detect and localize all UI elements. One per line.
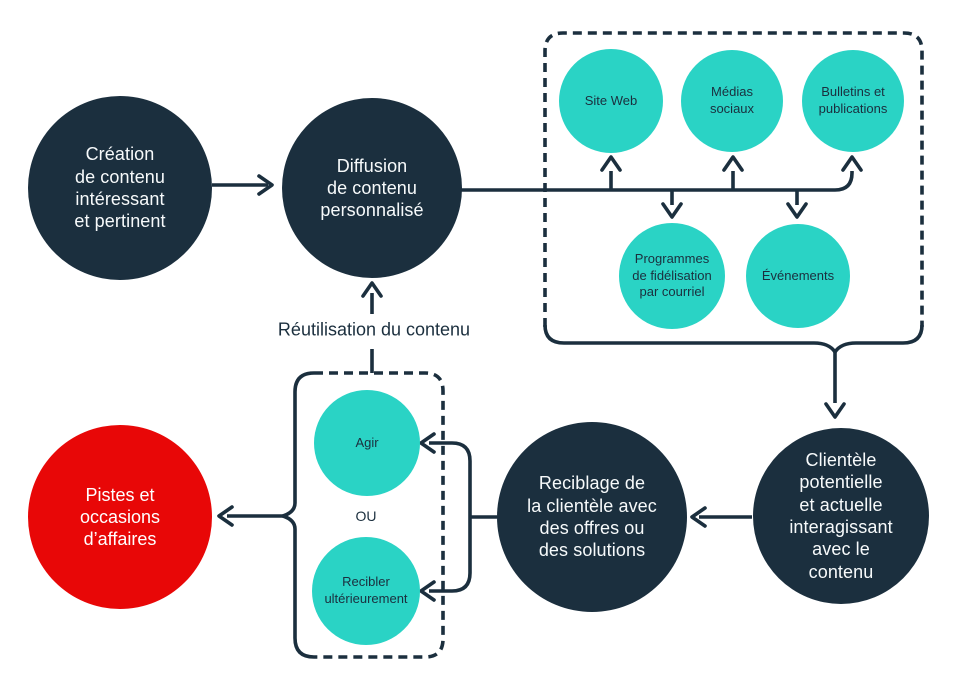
node-recibler: Recibler ultérieurement	[312, 537, 420, 645]
options-left-brace	[281, 371, 315, 659]
node-creation-label: Création de contenu intéressant et perti…	[74, 144, 166, 232]
node-site-web-label: Site Web	[584, 92, 638, 108]
fork-reciblage-to-options	[419, 432, 497, 602]
arrow-channels-to-clientele	[824, 352, 846, 419]
node-clientele-label: Clientèle potentielle et actuelle intera…	[789, 450, 893, 582]
node-evenements-label: Événements	[761, 267, 835, 283]
node-medias-label: Médias sociaux	[709, 84, 755, 116]
arrow-to-evenements	[786, 190, 808, 219]
node-pistes-label: Pistes et occasions d’affaires	[79, 484, 161, 550]
options-dashed-box	[314, 371, 445, 659]
node-evenements: Événements	[746, 224, 850, 328]
node-reciblage-label: Reciblage de la clientèle avec des offre…	[527, 473, 657, 561]
node-agir-label: Agir	[355, 434, 379, 450]
arrow-to-medias-sociaux	[722, 155, 744, 190]
node-diffusion-contenu: Diffusion de contenu personnalisé	[282, 98, 462, 278]
node-medias-sociaux: Médias sociaux	[681, 50, 783, 152]
node-creation-contenu: Création de contenu intéressant et perti…	[28, 96, 212, 280]
node-programmes-fidelisation: Programmes de fidélisation par courriel	[619, 223, 725, 329]
reuse-content-label: Réutilisation du contenu	[277, 319, 471, 340]
arrow-diffusion-to-bulletins	[455, 155, 863, 192]
or-label: OU	[355, 508, 377, 524]
node-bulletins-label: Bulletins et publications	[818, 84, 888, 116]
node-recibler-label: Recibler ultérieurement	[324, 574, 408, 606]
channels-dashed-box	[543, 31, 924, 327]
node-reciblage: Reciblage de la clientèle avec des offre…	[497, 422, 687, 612]
node-site-web: Site Web	[559, 49, 663, 153]
arrow-options-to-pistes	[217, 505, 283, 527]
arrow-to-programmes	[661, 190, 683, 219]
arrow-creation-to-diffusion	[212, 174, 274, 196]
arrow-reuse-to-diffusion	[361, 281, 383, 373]
node-agir: Agir	[314, 390, 420, 496]
node-diffusion-label: Diffusion de contenu personnalisé	[320, 155, 424, 221]
node-programmes-label: Programmes de fidélisation par courriel	[632, 250, 712, 300]
node-bulletins: Bulletins et publications	[802, 50, 904, 152]
arrow-clientele-to-reciblage	[690, 506, 752, 528]
arrow-to-site-web	[600, 155, 622, 190]
channels-bottom-brace	[543, 324, 924, 354]
node-clientele: Clientèle potentielle et actuelle intera…	[753, 428, 929, 604]
node-pistes-occasions: Pistes et occasions d’affaires	[28, 425, 212, 609]
